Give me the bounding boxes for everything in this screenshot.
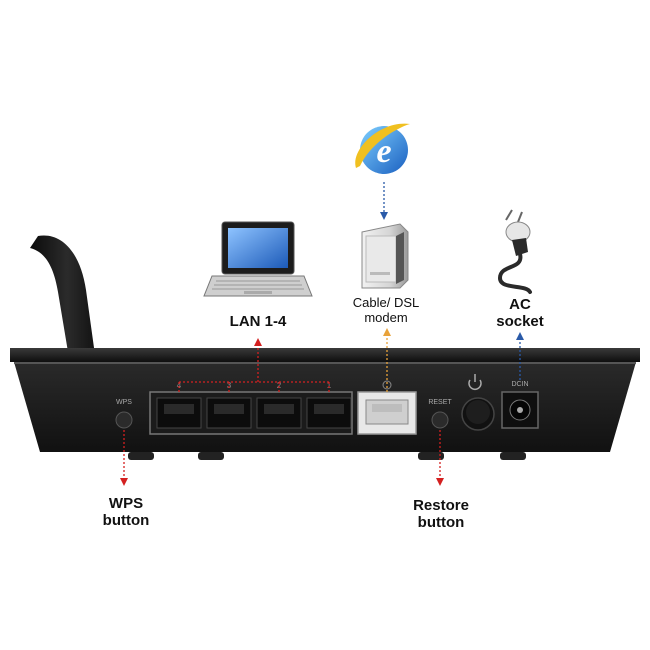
port-number-1: 1 (327, 381, 332, 390)
ac-socket-label: AC socket (484, 296, 556, 331)
reset-marking: RESET (428, 399, 452, 406)
lan-port-4[interactable] (156, 397, 202, 429)
lan-ports: 4 3 2 1 (149, 381, 353, 435)
laptop-icon (203, 221, 313, 297)
restore-label-line1: Restore (413, 497, 469, 514)
restore-pointer-arrow (436, 430, 444, 486)
dcin-marking: DCIN (511, 381, 528, 388)
lan-port-2[interactable] (256, 397, 302, 429)
wps-label-line1: WPS (108, 495, 144, 512)
wan-connector-arrow (383, 328, 391, 392)
port-number-4: 4 (177, 381, 182, 390)
restore-label: Restore button (396, 497, 486, 532)
port-number-3: 3 (227, 381, 232, 390)
modem-label: Cable/ DSL modem (334, 295, 438, 326)
lan-port-3[interactable] (206, 397, 252, 429)
ac-connector-arrow (516, 332, 524, 380)
restore-label-line2: button (417, 514, 465, 532)
lan-port-1[interactable] (306, 397, 352, 429)
port-number-2: 2 (277, 381, 282, 390)
power-button[interactable] (461, 374, 495, 431)
ac-label-line1: AC (509, 296, 531, 313)
modem-label-line1: Cable/ DSL (352, 295, 420, 310)
internet-arrow (380, 182, 388, 220)
power-symbol-icon (468, 374, 482, 390)
wps-button[interactable]: WPS (115, 399, 133, 429)
dc-in-socket[interactable]: DCIN (501, 381, 539, 429)
restore-button[interactable]: RESET (428, 399, 452, 429)
wps-label: WPS button (88, 495, 164, 530)
wps-pointer-arrow (120, 430, 128, 486)
lan-connector-arrow (178, 345, 330, 392)
wan-port[interactable] (357, 380, 417, 435)
lan-label: LAN 1-4 (218, 313, 298, 330)
svg-text:e: e (376, 133, 391, 170)
modem-icon (361, 223, 409, 289)
lan-label-text: LAN 1-4 (229, 313, 287, 330)
modem-label-line2: modem (364, 309, 408, 325)
wps-label-line2: button (102, 512, 150, 530)
ac-label-line2: socket (496, 313, 544, 331)
power-plug-icon (497, 209, 532, 294)
internet-explorer-icon: e (355, 123, 410, 174)
wps-marking: WPS (116, 399, 132, 406)
